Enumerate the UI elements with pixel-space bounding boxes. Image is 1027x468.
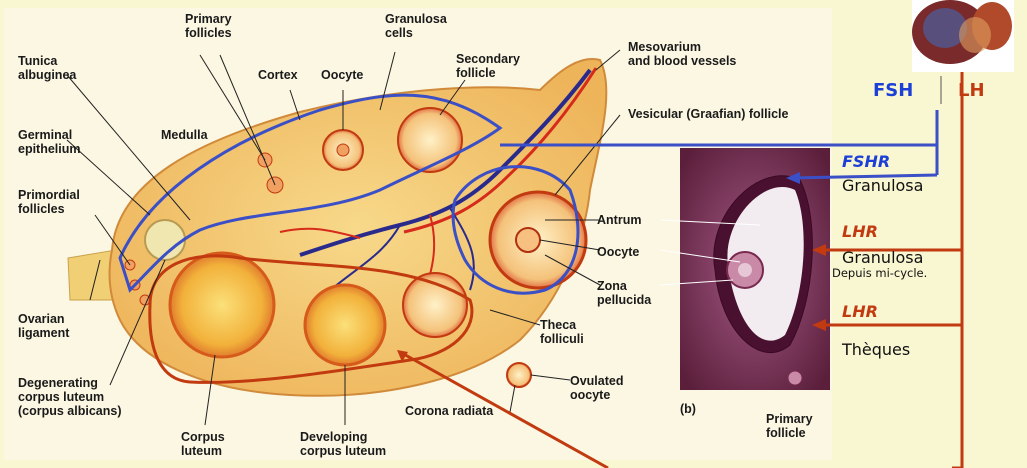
label-tunica-albuginea: Tunica albuginea bbox=[18, 54, 76, 82]
label-mesovarium: Mesovarium and blood vessels bbox=[628, 40, 736, 68]
label-secondary-follicle: Secondary follicle bbox=[456, 52, 520, 80]
label-developing-cl: Developing corpus luteum bbox=[300, 430, 386, 458]
corpus-luteum bbox=[170, 253, 274, 357]
ovulated-oocyte bbox=[507, 363, 531, 387]
graafian-oocyte bbox=[516, 228, 540, 252]
label-lhr-1: LHR bbox=[842, 222, 878, 241]
label-vesicular-follicle: Vesicular (Graafian) follicle bbox=[628, 107, 788, 121]
label-depuis-mi-cycle: Depuis mi-cycle. bbox=[832, 266, 927, 280]
label-granulosa-2: Granulosa bbox=[842, 248, 923, 267]
label-oocyte-right: Oocyte bbox=[597, 245, 639, 259]
secondary-follicle bbox=[398, 108, 462, 172]
developing-corpus-luteum bbox=[305, 285, 385, 365]
label-panel-b: (b) bbox=[680, 402, 696, 416]
label-primary-follicles: Primary follicles bbox=[185, 12, 232, 40]
label-antrum: Antrum bbox=[597, 213, 641, 227]
label-primordial-follicles: Primordial follicles bbox=[18, 188, 80, 216]
oocyte-top-nucleus bbox=[337, 144, 349, 156]
ovary-icon bbox=[912, 0, 1014, 72]
label-lh: LH bbox=[958, 80, 985, 101]
label-fsh: FSH bbox=[873, 80, 913, 101]
label-oocyte-top: Oocyte bbox=[321, 68, 363, 82]
label-theca-folliculi: Theca folliculi bbox=[540, 318, 584, 346]
label-zona-pellucida: Zona pellucida bbox=[597, 279, 651, 307]
label-degenerating: Degenerating corpus luteum (corpus albic… bbox=[18, 376, 122, 418]
label-fshr: FSHR bbox=[842, 152, 890, 171]
label-ovarian-ligament: Ovarian ligament bbox=[18, 312, 69, 340]
label-granulosa-1: Granulosa bbox=[842, 176, 923, 195]
label-lhr-2: LHR bbox=[842, 302, 878, 321]
label-medulla: Medulla bbox=[161, 128, 208, 142]
label-granulosa-cells: Granulosa cells bbox=[385, 12, 447, 40]
label-theques: Thèques bbox=[842, 340, 910, 359]
label-cortex: Cortex bbox=[258, 68, 298, 82]
histology-primary-follicle bbox=[788, 371, 802, 385]
label-corona-radiata: Corona radiata bbox=[405, 404, 493, 418]
label-germinal-epithelium: Germinal epithelium bbox=[18, 128, 81, 156]
label-corpus-luteum: Corpus luteum bbox=[181, 430, 225, 458]
label-primary-follicle: Primary follicle bbox=[766, 412, 813, 440]
label-ovulated-oocyte: Ovulated oocyte bbox=[570, 374, 624, 402]
histology-oocyte-nucleus bbox=[738, 263, 752, 277]
